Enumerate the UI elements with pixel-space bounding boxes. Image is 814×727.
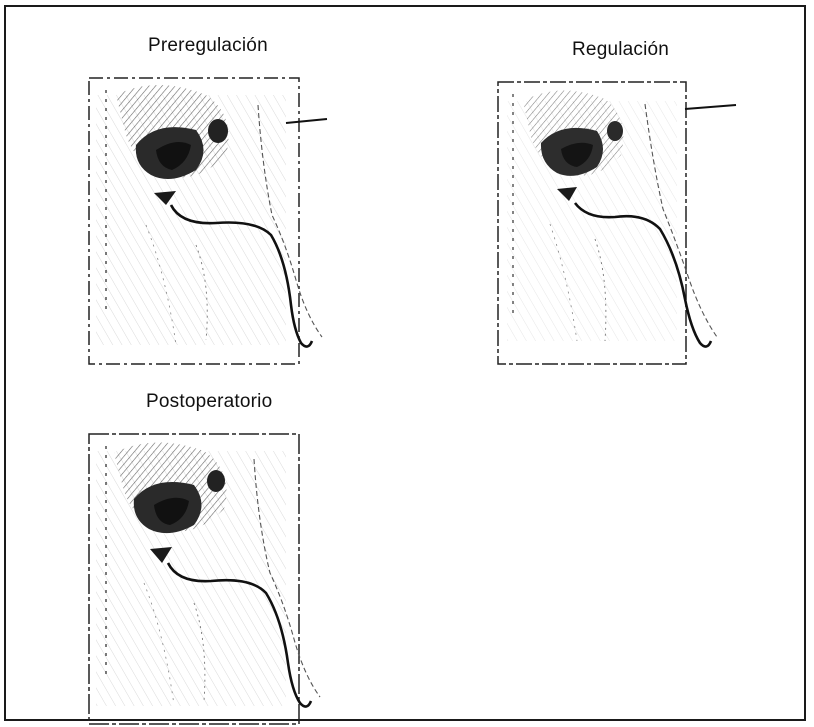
panel-title-postoperatorio: Postoperatorio [146,391,272,413]
figure-frame: Preregulación Regulación Postoperatorio [4,5,806,721]
panel-postoperatorio [86,431,328,727]
panel-regulacion [495,79,737,369]
airway-xray-sketch-icon [495,79,737,369]
airway-xray-sketch-icon [86,75,328,369]
panel-title-preregulacion: Preregulación [148,35,268,57]
airway-xray-sketch-icon [86,431,328,727]
panel-title-regulacion: Regulación [572,39,669,61]
panel-preregulacion [86,75,328,369]
